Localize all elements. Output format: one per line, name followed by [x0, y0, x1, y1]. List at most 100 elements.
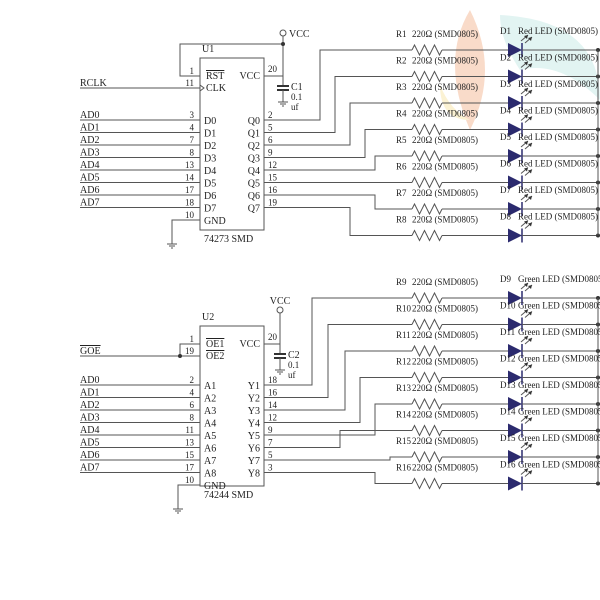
input-net-label: AD3: [80, 413, 99, 424]
pin-name: D4: [204, 166, 216, 177]
pin-number: 16: [268, 388, 278, 398]
led-arrowhead: [524, 61, 528, 66]
channel-wire: [264, 377, 412, 423]
resistor-value: 220Ω (SMD0805): [412, 304, 478, 314]
pin-number: 15: [185, 450, 195, 460]
led-arrowhead: [524, 88, 528, 92]
led-triangle: [508, 476, 522, 491]
ground-icon: [278, 98, 288, 107]
led-description: Red LED (SMD0805): [518, 212, 598, 222]
pin-name: D1: [204, 129, 216, 140]
led-arrowhead: [524, 35, 528, 39]
resistor-value: 220Ω (SMD0805): [412, 109, 478, 119]
pin-number: 9: [268, 148, 273, 158]
resistor-ref: R8: [396, 215, 407, 225]
channel-wire: [264, 403, 412, 436]
input-net-label: AD4: [80, 425, 99, 436]
led-description: Red LED (SMD0805): [518, 106, 598, 116]
resistor-zigzag: [411, 96, 443, 110]
led-arrowhead: [528, 285, 532, 289]
pin-name: Q1: [248, 129, 260, 140]
enable-net-label: GOE: [80, 346, 101, 357]
resistor-value: 220Ω (SMD0805): [412, 29, 478, 39]
u2-part-label: 74244 SMD: [204, 490, 253, 501]
pin-name-vcc: VCC: [239, 339, 260, 350]
pin-number: 11: [185, 425, 194, 435]
channel-wire: [264, 102, 412, 146]
led-arrowhead: [528, 222, 532, 227]
pin-number: 10: [185, 210, 195, 220]
pin-name-vcc: VCC: [239, 71, 260, 82]
input-net-label: AD0: [80, 375, 99, 386]
pin-name: A2: [204, 394, 216, 405]
pin-name: OE1: [206, 339, 224, 350]
input-net-label: AD6: [80, 450, 99, 461]
resistor-icon: [411, 344, 443, 358]
led-description: Red LED (SMD0805): [518, 159, 598, 169]
resistor-value: 220Ω (SMD0805): [412, 188, 478, 198]
led-arrowhead: [528, 391, 532, 395]
led-ref: D3: [500, 79, 511, 89]
capacitor-c2: C20.1uf: [274, 344, 300, 380]
resistor-ref: R7: [396, 188, 407, 198]
led-ref: D16: [500, 460, 516, 470]
resistor-zigzag: [411, 344, 443, 358]
capacitor-value: 0.1: [288, 360, 299, 370]
led-description: Green LED (SMD0805): [518, 460, 600, 470]
junction-dot: [281, 42, 285, 46]
channel-wire: [264, 49, 412, 121]
led-arrowhead: [528, 417, 532, 422]
pin-number: 8: [190, 413, 195, 423]
led-arrowhead: [524, 167, 528, 172]
input-net-label: AD1: [80, 388, 99, 399]
resistor-icon: [411, 202, 443, 216]
resistor-icon: [411, 123, 443, 136]
resistor-zigzag: [411, 450, 443, 464]
capacitor-unit: uf: [291, 102, 299, 112]
led-triangle: [508, 317, 522, 332]
pin-number: 8: [190, 148, 195, 158]
pin-number: 17: [185, 185, 195, 195]
led-triangle: [508, 149, 522, 163]
input-net-label: AD0: [80, 110, 99, 121]
led-description: Green LED (SMD0805): [518, 380, 600, 390]
resistor-ref: R10: [396, 304, 412, 314]
led-arrowhead: [524, 194, 528, 198]
gnd-pin-wire: [177, 484, 200, 505]
resistor-value: 220Ω (SMD0805): [412, 162, 478, 172]
u2-ref-label: U2: [202, 312, 214, 323]
channel-wire: [264, 350, 412, 411]
led-arrowhead: [524, 362, 528, 367]
led-arrowhead: [528, 116, 532, 121]
pin-number: 2: [190, 375, 195, 385]
resistor-zigzag: [411, 149, 443, 163]
led-arrowhead: [524, 141, 528, 145]
pin-number: 5: [268, 123, 273, 133]
led-ref: D7: [500, 185, 511, 195]
resistor-icon: [411, 318, 443, 331]
pin-number: 19: [268, 198, 278, 208]
led-arrowhead: [528, 364, 532, 369]
pin-name: RST: [206, 71, 224, 82]
resistor-icon: [411, 229, 443, 242]
resistor-zigzag: [411, 371, 443, 384]
pin-name: D0: [204, 116, 216, 127]
resistor-value: 220Ω (SMD0805): [412, 277, 478, 287]
pin-name: D5: [204, 179, 216, 190]
oe-tie-wire: [179, 343, 200, 356]
resistor-ref: R14: [396, 410, 412, 420]
pin-name: Q7: [248, 204, 260, 215]
led-description: Green LED (SMD0805): [518, 301, 600, 311]
pin-name: D2: [204, 141, 216, 152]
resistor-value: 220Ω (SMD0805): [412, 463, 478, 473]
watermark-shape-yellow: [440, 85, 470, 120]
pin-name: A4: [204, 419, 216, 430]
pin-number: 12: [268, 160, 277, 170]
